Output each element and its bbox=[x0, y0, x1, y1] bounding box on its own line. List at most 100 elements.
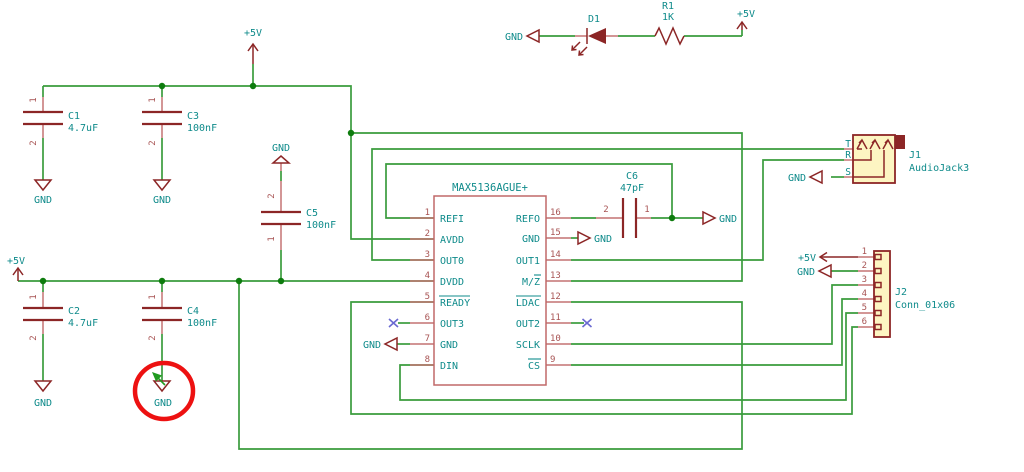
ref-label: C2 bbox=[68, 306, 80, 317]
led-d1[interactable]: D1 bbox=[571, 14, 606, 56]
pin-number: 1 bbox=[425, 208, 430, 218]
jack-contact-icon bbox=[856, 138, 868, 150]
wire-cs-j2p4[interactable] bbox=[571, 298, 858, 366]
ref-label: R1 bbox=[662, 1, 674, 12]
gnd-d1[interactable]: GND bbox=[505, 28, 540, 44]
gnd-label: GND bbox=[153, 195, 171, 206]
pin-number: 5 bbox=[425, 292, 430, 302]
pin-number: 16 bbox=[550, 208, 561, 218]
pin-number: 2 bbox=[862, 261, 867, 271]
audiojack-j1[interactable]: T R S J1 AudioJack3 bbox=[845, 134, 969, 184]
pin-number: 15 bbox=[550, 228, 561, 238]
pin-number: 2 bbox=[29, 335, 39, 340]
value-label: 4.7uF bbox=[68, 123, 98, 134]
no-connect-x-icon bbox=[581, 318, 593, 328]
value-label: 100nF bbox=[187, 123, 217, 134]
value-label: Conn_01x06 bbox=[895, 300, 955, 311]
capacitor-c4[interactable]: 1 2 C4 100nF bbox=[142, 294, 217, 341]
gnd-c1[interactable]: GND bbox=[33, 179, 53, 206]
wire-refi[interactable] bbox=[385, 163, 673, 219]
pin-number: 14 bbox=[550, 250, 561, 260]
junction bbox=[347, 129, 355, 137]
gnd-j2pin2[interactable]: GND bbox=[797, 263, 832, 279]
gnd-j1s[interactable]: GND bbox=[788, 169, 823, 185]
pin-number: 3 bbox=[425, 250, 430, 260]
wire-out0-j1t[interactable] bbox=[371, 148, 844, 261]
pin-name: CS bbox=[528, 361, 540, 372]
pin-name: M/Z bbox=[522, 277, 540, 288]
pad-icon bbox=[874, 309, 882, 317]
power-5v-topright[interactable]: +5V bbox=[736, 9, 755, 30]
pin-number: 6 bbox=[425, 313, 430, 323]
ic-max5136[interactable]: MAX5136AGUE+ 1 2 3 4 5 6 7 8 REFI AVDD O… bbox=[425, 182, 561, 386]
gnd-label: GND bbox=[719, 214, 737, 225]
gnd-arrow-icon bbox=[702, 210, 717, 226]
wire-5v-top-rail[interactable] bbox=[43, 85, 434, 240]
gnd-pin15[interactable]: GND bbox=[577, 230, 612, 246]
led-emission-arrow-icon bbox=[578, 46, 588, 56]
pin-number: 1 bbox=[148, 294, 158, 299]
pin-number: 4 bbox=[862, 289, 867, 299]
gnd-c2[interactable]: GND bbox=[33, 380, 53, 409]
wires bbox=[18, 30, 858, 450]
wire-sclk-j2p3[interactable] bbox=[571, 284, 858, 345]
resistor-zigzag-icon bbox=[654, 26, 685, 46]
capacitor-c2[interactable]: 1 2 C2 4.7uF bbox=[23, 294, 98, 341]
pin-number: 1 bbox=[148, 97, 158, 102]
gnd-c5[interactable]: GND bbox=[271, 143, 291, 164]
gnd-label: GND bbox=[594, 234, 612, 245]
pin-number: 9 bbox=[550, 355, 555, 365]
pin-name: REFO bbox=[516, 214, 540, 225]
resistor-r1[interactable]: R1 1K bbox=[654, 1, 685, 46]
wire-mz-5v[interactable] bbox=[351, 132, 743, 282]
pin-number: 6 bbox=[862, 317, 867, 327]
power-5v-top[interactable]: +5V bbox=[244, 28, 262, 64]
wire-ready-j2p6[interactable] bbox=[350, 301, 858, 415]
up-arrow-icon bbox=[247, 42, 259, 52]
no-connect-x-icon bbox=[388, 318, 399, 328]
gnd-c6[interactable]: GND bbox=[702, 210, 737, 226]
pad-icon bbox=[874, 281, 882, 289]
gnd-c3[interactable]: GND bbox=[152, 179, 172, 206]
gnd-label: GND bbox=[154, 398, 172, 409]
pin-name: GND bbox=[440, 340, 458, 351]
no-connect-out2 bbox=[581, 318, 593, 328]
pin-name: OUT1 bbox=[516, 256, 540, 267]
jack-sleeve-icon bbox=[895, 135, 905, 149]
junction bbox=[235, 277, 243, 285]
capacitor-c3[interactable]: 1 2 C3 100nF bbox=[142, 97, 217, 146]
junction bbox=[668, 214, 676, 222]
capacitor-c1[interactable]: 1 2 C1 4.7uF bbox=[23, 97, 98, 146]
wire-out1-j1r[interactable] bbox=[571, 159, 844, 261]
junction bbox=[277, 277, 285, 285]
capacitor-c6[interactable]: 2 1 C6 47pF bbox=[603, 171, 650, 238]
pin-name: AVDD bbox=[440, 235, 464, 246]
ref-label: C6 bbox=[626, 171, 638, 182]
up-arrow-icon bbox=[12, 266, 24, 276]
pin-name: R bbox=[845, 150, 851, 161]
pin-number: 1 bbox=[862, 247, 867, 257]
jack-internal-wire bbox=[853, 150, 872, 161]
power-5v-left[interactable]: +5V bbox=[7, 256, 25, 281]
power-5v-j2pin1[interactable]: +5V bbox=[798, 251, 858, 265]
wire-ldac-5v[interactable] bbox=[238, 281, 743, 450]
pin-number: 1 bbox=[267, 236, 277, 241]
pad-icon bbox=[874, 253, 882, 261]
capacitor-c5[interactable]: 2 1 C5 100nF bbox=[261, 193, 336, 242]
wire-din-j2p5[interactable] bbox=[399, 312, 858, 401]
gnd-arrow-icon bbox=[383, 336, 398, 352]
pin-number: 10 bbox=[550, 334, 561, 344]
pin-number: 12 bbox=[550, 292, 561, 302]
pin-number: 2 bbox=[29, 140, 39, 145]
gnd-pin7[interactable]: GND bbox=[363, 336, 398, 352]
ref-label: D1 bbox=[588, 14, 600, 25]
pin-name: S bbox=[845, 167, 851, 178]
pin-name: T bbox=[845, 139, 851, 150]
value-label: 100nF bbox=[306, 220, 336, 231]
gnd-arrow-icon bbox=[33, 179, 53, 192]
pin-name: GND bbox=[522, 234, 540, 245]
gnd-c4[interactable]: GND bbox=[152, 380, 172, 409]
connector-j2[interactable]: 1 2 3 4 5 6 J2 Conn_01x06 bbox=[862, 247, 956, 338]
led-triangle-icon bbox=[588, 28, 606, 44]
